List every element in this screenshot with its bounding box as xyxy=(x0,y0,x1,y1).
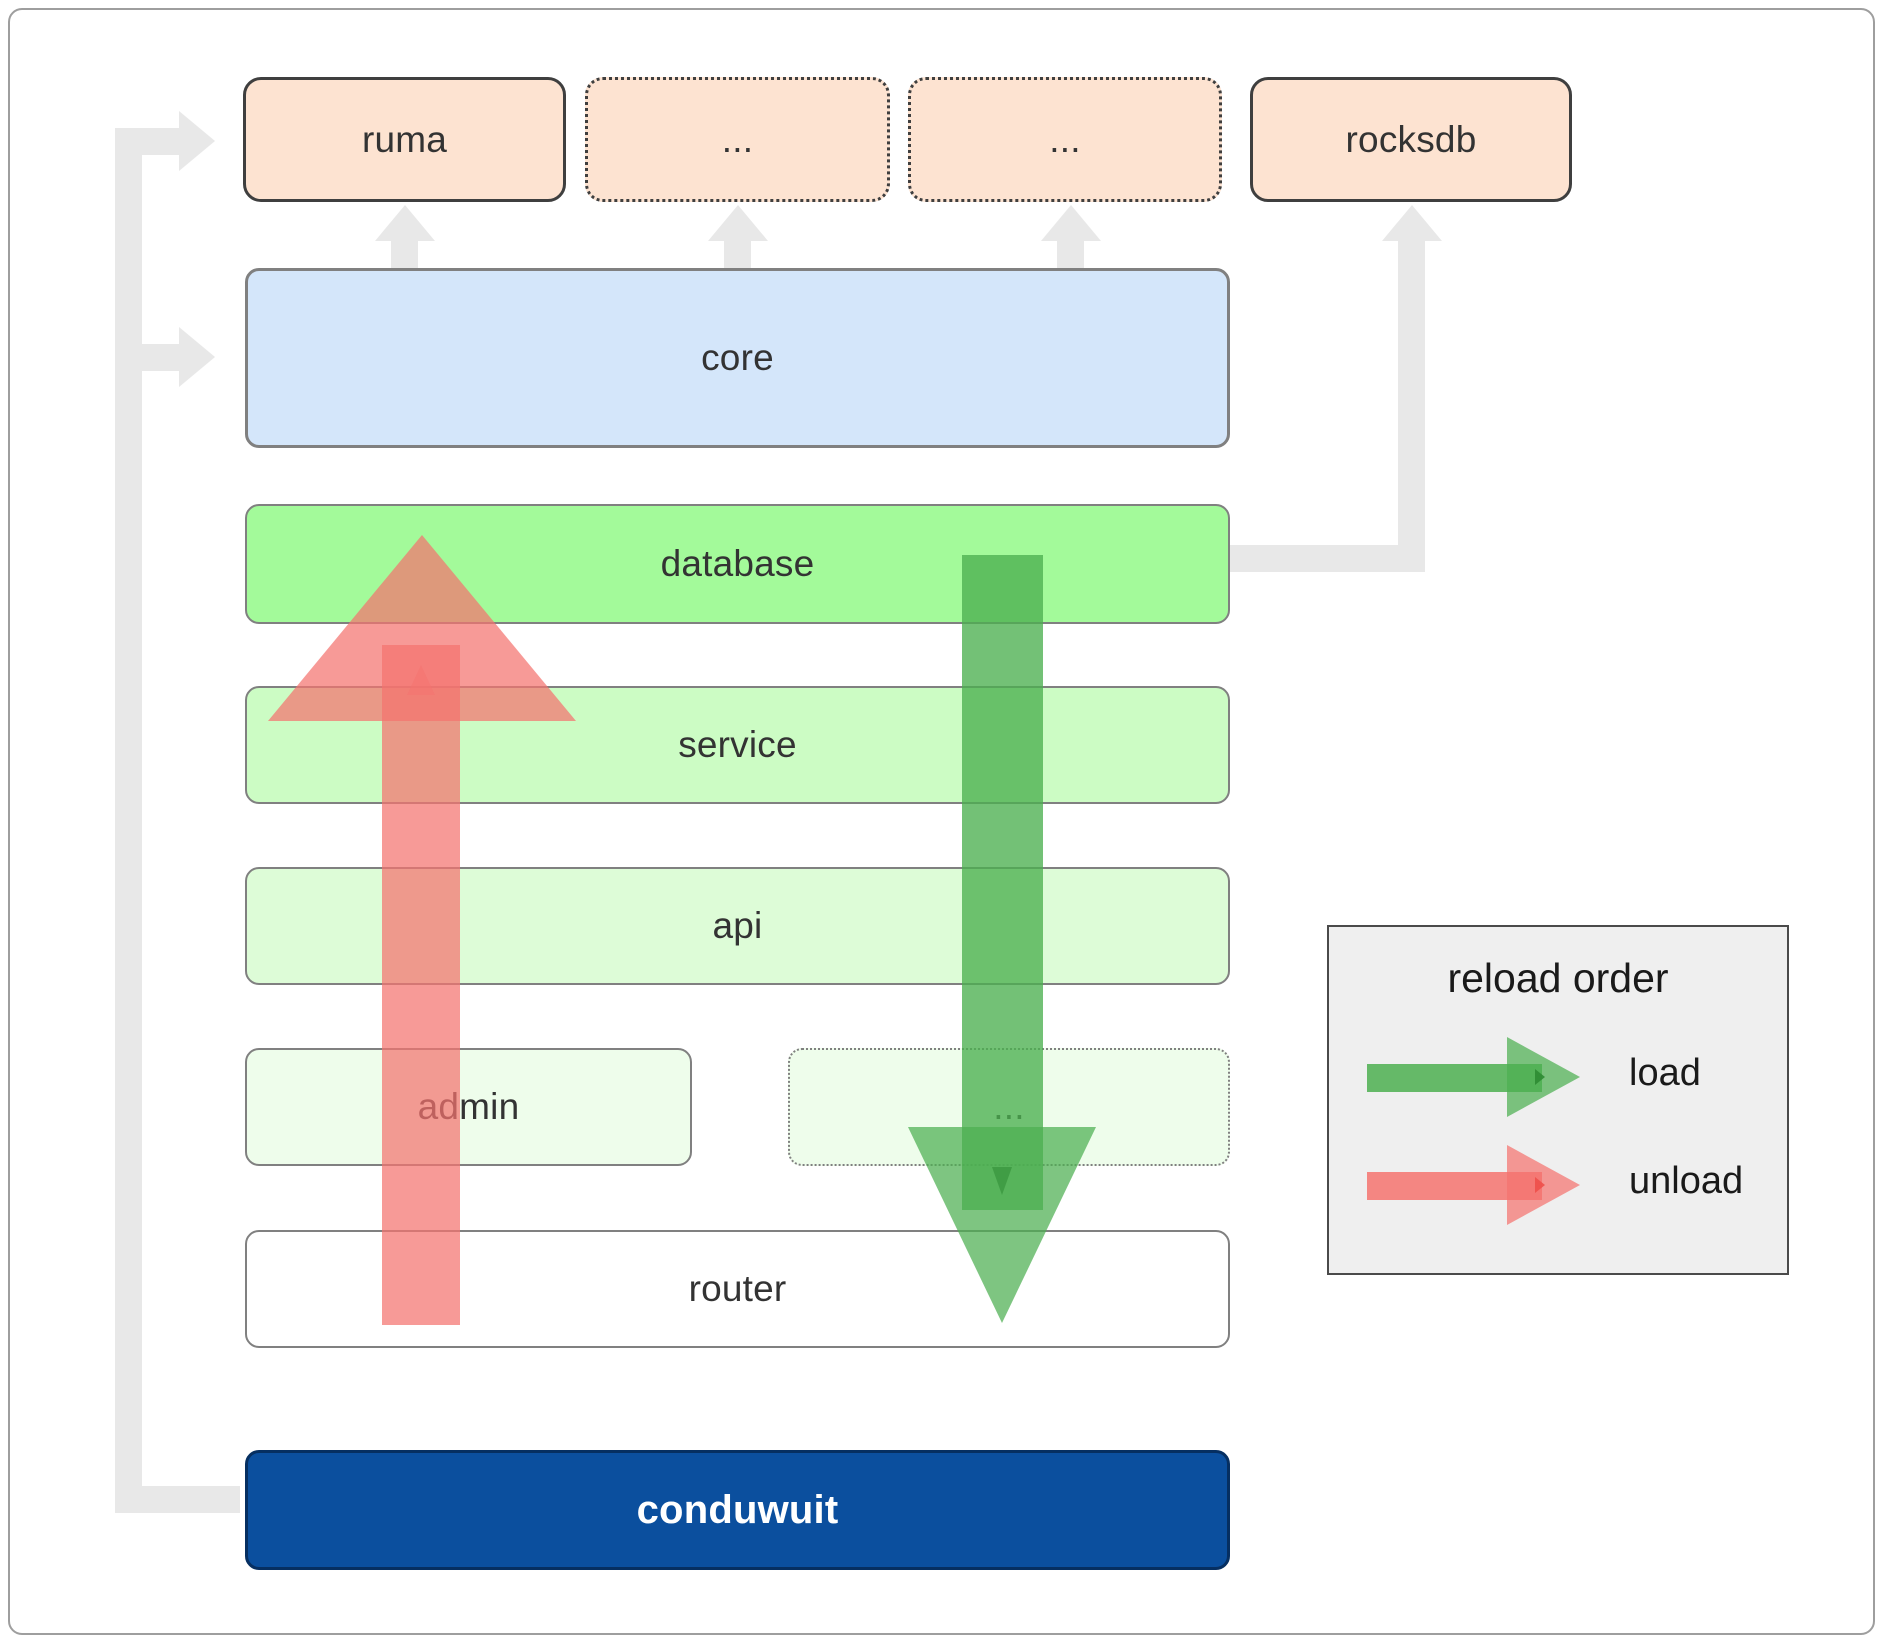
load-arrow xyxy=(900,555,1110,1330)
legend-label-unload: unload xyxy=(1629,1160,1744,1202)
node-core[interactable]: core xyxy=(245,268,1230,448)
connector-trunk-vertical xyxy=(115,128,142,1513)
connector-to-core-arrowhead xyxy=(179,327,215,387)
node-api-label: api xyxy=(712,905,763,946)
legend: reload order load unload xyxy=(1327,925,1789,1275)
node-core-label: core xyxy=(701,337,774,378)
node-dependency-2[interactable]: ... xyxy=(585,77,890,202)
connector-to-ruma-arrowhead xyxy=(179,111,215,171)
connector-to-conduwuit xyxy=(115,1486,240,1513)
legend-arrow-unload xyxy=(1367,1145,1587,1225)
connector-core-to-ruma-arrowhead xyxy=(375,205,435,241)
connector-to-ruma-line xyxy=(115,128,183,155)
connector-database-to-rocksdb-vertical xyxy=(1398,230,1425,560)
unload-arrow xyxy=(268,535,580,1325)
connector-core-to-dep2-arrowhead xyxy=(708,205,768,241)
node-database-label: database xyxy=(660,543,815,584)
legend-title: reload order xyxy=(1447,955,1669,1001)
node-router-label: router xyxy=(688,1268,787,1309)
legend-arrow-load xyxy=(1367,1037,1587,1117)
node-dependency-3[interactable]: ... xyxy=(908,77,1222,202)
connector-database-to-rocksdb-arrowhead xyxy=(1382,205,1442,241)
node-conduwuit[interactable]: conduwuit xyxy=(245,1450,1230,1570)
connector-core-to-dep3-arrowhead xyxy=(1041,205,1101,241)
node-rocksdb-label: rocksdb xyxy=(1345,118,1477,160)
node-conduwuit-label: conduwuit xyxy=(636,1487,839,1532)
connector-to-core-line xyxy=(115,344,183,371)
node-admin[interactable]: admin xyxy=(245,1048,692,1166)
legend-label-load: load xyxy=(1629,1052,1701,1094)
node-dependency-3-label: ... xyxy=(1049,118,1081,160)
connector-database-to-rocksdb-horizontal xyxy=(1220,545,1425,572)
node-ruma[interactable]: ruma xyxy=(243,77,566,202)
node-rocksdb[interactable]: rocksdb xyxy=(1250,77,1572,202)
node-service-label: service xyxy=(678,724,797,765)
node-ruma-label: ruma xyxy=(361,118,448,160)
node-dependency-2-label: ... xyxy=(721,118,754,160)
